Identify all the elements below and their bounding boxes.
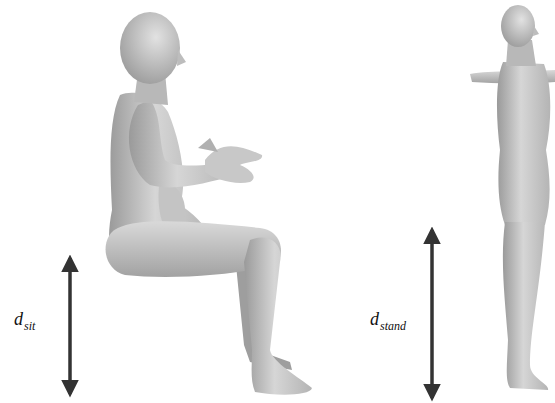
head <box>501 5 535 47</box>
legs <box>503 222 548 390</box>
dimension-arrow <box>430 230 434 398</box>
dimension-subscript: sit <box>24 320 35 332</box>
torso <box>497 62 550 225</box>
sitting-figure <box>106 12 312 395</box>
head <box>120 12 180 84</box>
dimension-symbol: d <box>370 310 379 328</box>
nose <box>177 50 186 66</box>
nose <box>533 26 539 36</box>
thumb <box>198 138 218 152</box>
standing-figure <box>470 5 555 390</box>
leg <box>244 238 312 395</box>
dimension-symbol: d <box>14 310 23 328</box>
hands <box>205 146 262 183</box>
dimension-subscript: stand <box>380 320 406 332</box>
dimension-arrow <box>68 258 72 394</box>
